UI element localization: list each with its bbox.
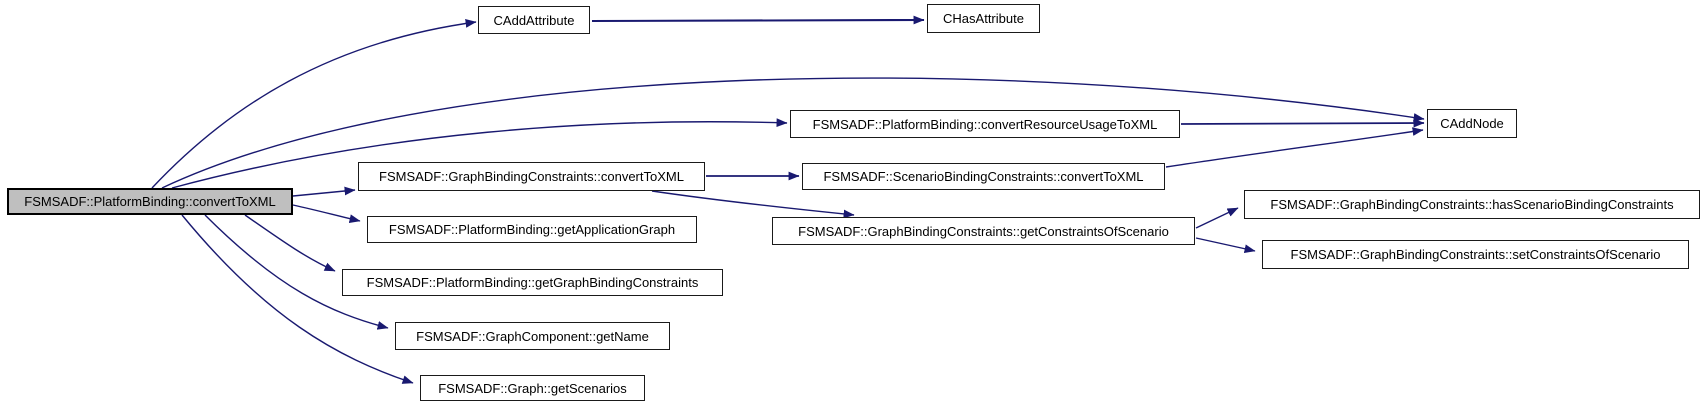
edge-convertToXML-to-gbcConvertToXML (292, 186, 356, 197)
graph-node-convertResourceUsageToXML[interactable]: FSMSADF::PlatformBinding::convertResourc… (790, 110, 1180, 138)
edge-convertToXML-to-getScenarios (181, 214, 414, 384)
graph-node-hasScenarioBindingConstraints[interactable]: FSMSADF::GraphBindingConstraints::hasSce… (1244, 190, 1700, 219)
graph-node-CHasAttribute[interactable]: CHasAttribute (927, 4, 1040, 33)
graph-node-label: FSMSADF::ScenarioBindingConstraints::con… (823, 169, 1144, 184)
edge-convertResourceUsageToXML-to-CAddNode (1180, 118, 1425, 128)
graph-node-getConstraintsOfScenario[interactable]: FSMSADF::GraphBindingConstraints::getCon… (772, 217, 1195, 245)
edge-convertToXML-to-CAddNode (161, 77, 1425, 189)
edge-getConstraintsOfScenario-to-hasScenarioBindingConstraints (1195, 207, 1239, 229)
graph-node-getGraphBindingConstraints[interactable]: FSMSADF::PlatformBinding::getGraphBindin… (342, 269, 723, 296)
graph-node-label: FSMSADF::GraphBindingConstraints::setCon… (1290, 247, 1661, 262)
graph-node-gbcConvertToXML[interactable]: FSMSADF::GraphBindingConstraints::conver… (358, 162, 705, 191)
edge-getConstraintsOfScenario-to-setConstraintsOfScenario (1195, 237, 1256, 254)
graph-node-label: FSMSADF::Graph::getScenarios (438, 380, 627, 396)
graph-node-label: FSMSADF::GraphBindingConstraints::getCon… (798, 223, 1169, 239)
graph-node-label: CHasAttribute (943, 11, 1024, 26)
graph-node-label: FSMSADF::GraphBindingConstraints::conver… (379, 169, 684, 184)
edge-convertToXML-to-getApplicationGraph (292, 204, 361, 223)
edge-convertToXML-to-getGraphBindingConstraints (244, 214, 336, 272)
graph-node-label: FSMSADF::PlatformBinding::getApplication… (388, 222, 676, 237)
edge-sbcConvertToXML-to-CAddNode (1165, 127, 1424, 168)
graph-node-label: CAddAttribute (493, 12, 575, 28)
edge-CAddAttribute-to-CHasAttribute (591, 15, 925, 25)
graph-node-CAddAttribute[interactable]: CAddAttribute (478, 6, 590, 34)
edge-convertToXML-to-getName (204, 214, 389, 330)
graph-node-getApplicationGraph[interactable]: FSMSADF::PlatformBinding::getApplication… (367, 216, 697, 243)
graph-node-getScenarios[interactable]: FSMSADF::Graph::getScenarios (420, 375, 645, 401)
graph-node-convertToXML: FSMSADF::PlatformBinding::convertToXML (7, 188, 293, 215)
graph-node-label: CAddNode (1440, 116, 1504, 131)
graph-node-label: FSMSADF::PlatformBinding::convertToXML (24, 194, 276, 209)
graph-node-label: FSMSADF::GraphComponent::getName (416, 328, 649, 344)
graph-node-getName[interactable]: FSMSADF::GraphComponent::getName (395, 322, 670, 350)
edge-convertToXML-to-CAddAttribute (151, 19, 477, 189)
graph-node-setConstraintsOfScenario[interactable]: FSMSADF::GraphBindingConstraints::setCon… (1262, 240, 1689, 269)
edge-gbcConvertToXML-to-getConstraintsOfScenario (651, 190, 855, 219)
graph-node-label: FSMSADF::GraphBindingConstraints::hasSce… (1270, 197, 1674, 212)
edge-convertToXML-to-convertResourceUsageToXML (171, 118, 788, 189)
graph-node-label: FSMSADF::PlatformBinding::convertResourc… (812, 116, 1158, 132)
graph-node-label: FSMSADF::PlatformBinding::getGraphBindin… (366, 275, 699, 290)
graph-node-sbcConvertToXML[interactable]: FSMSADF::ScenarioBindingConstraints::con… (802, 163, 1165, 190)
graph-node-CAddNode[interactable]: CAddNode (1427, 109, 1517, 138)
